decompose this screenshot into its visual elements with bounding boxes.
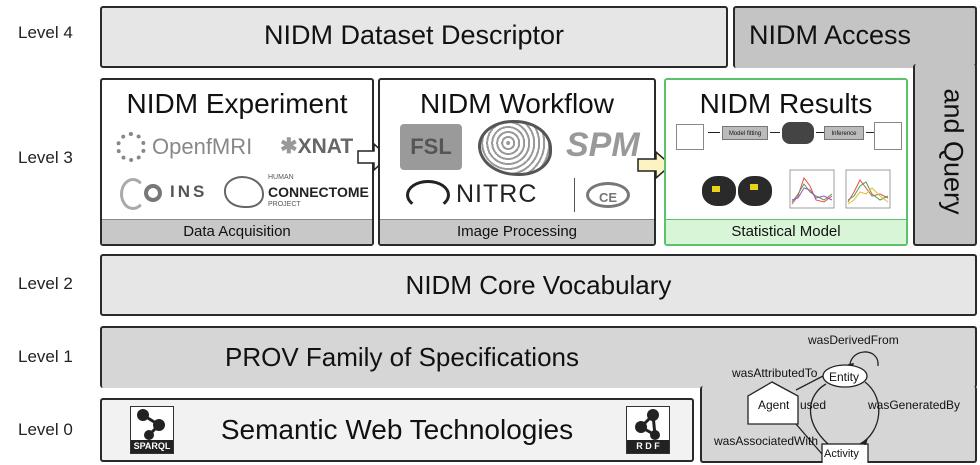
level-1-label: Level 1 [18, 347, 73, 366]
ins-logo-text: INS [170, 182, 208, 201]
dataset-descriptor-box: NIDM Dataset Descriptor [100, 6, 728, 68]
flow-connector [816, 132, 824, 133]
semantic-web-title: Semantic Web Technologies [220, 414, 574, 445]
prov-agent: Agent [758, 398, 790, 412]
prov-model-diagram [747, 351, 880, 463]
ce-logo: CE [586, 182, 630, 208]
design-thumbnail [676, 124, 704, 150]
results-title: NIDM Results [699, 88, 873, 119]
xnat-symbol-icon: ✱ [280, 135, 298, 158]
rdf-logo-text: R D F [627, 440, 669, 453]
results-plot-right [845, 169, 891, 209]
hcp-logo-bottom: PROJECT [268, 201, 301, 208]
nitrc-divider [574, 178, 575, 212]
hcp-brain-icon [224, 176, 264, 208]
prov-was-associated-with: wasAssociatedWith [714, 434, 819, 448]
openfmri-logo-icon [116, 132, 146, 162]
sparql-graph-icon [137, 409, 165, 440]
semantic-web-box: SPARQL Semantic Web Technologies R D F [100, 398, 694, 462]
experiment-title: NIDM Experiment [126, 88, 348, 119]
activation-blob [712, 186, 720, 192]
brain-slice-right-icon [738, 176, 772, 206]
ins-logo-icon [120, 178, 146, 210]
experiment-box: NIDM Experiment OpenfMRI ✱XNAT INS HUMAN… [100, 78, 374, 246]
prov-title: PROV Family of Specifications [224, 342, 579, 372]
ins-logo-ring-icon [144, 184, 162, 202]
thresholded-thumbnail [874, 122, 902, 150]
level-0-label: Level 0 [18, 420, 73, 439]
openfmri-logo-text: OpenfMRI [152, 134, 253, 159]
level-3-label: Level 3 [18, 148, 73, 167]
prov-used: used [800, 398, 827, 412]
hcp-logo-top: HUMAN [268, 174, 294, 181]
hcp-logo-main: CONNECTOME [268, 184, 369, 200]
prov-was-attributed-to: wasAttributedTo [732, 366, 818, 380]
prov-entity: Entity [829, 370, 860, 384]
access-query-box-top: NIDM Access [733, 6, 977, 68]
statistical-model-footer: Statistical Model [666, 219, 906, 244]
spm-logo: SPM [566, 126, 640, 164]
access-query-box-side: and Query [913, 64, 977, 246]
flow-connector [866, 132, 874, 133]
prov-was-generated-by: wasGeneratedBy [868, 398, 961, 412]
fsl-logo: FSL [400, 124, 462, 170]
workflow-title: NIDM Workflow [420, 88, 614, 119]
level-2-label: Level 2 [18, 274, 73, 293]
brain-icon [478, 120, 552, 176]
access-query-title: NIDM Access [749, 20, 912, 50]
data-acquisition-footer: Data Acquisition [102, 219, 372, 244]
flow-connector [708, 132, 720, 133]
xnat-logo-text: XNAT [297, 135, 354, 158]
results-plot-left [789, 169, 835, 209]
image-processing-footer: Image Processing [380, 219, 654, 244]
core-vocabulary-title: NIDM Core Vocabulary [405, 270, 672, 300]
flow-connector [770, 132, 780, 133]
rdf-graph-icon [635, 409, 660, 440]
level-4-label: Level 4 [18, 23, 73, 42]
arrow-right-yellow-icon [637, 150, 673, 180]
prov-was-derived-from: wasDerivedFrom [808, 333, 899, 347]
rdf-logo: R D F [626, 406, 670, 454]
prov-activity: Activity [824, 448, 859, 460]
core-vocabulary-box: NIDM Core Vocabulary [100, 254, 977, 316]
nitrc-logo-text: NITRC [456, 180, 538, 208]
sparql-logo: SPARQL [130, 406, 174, 454]
workflow-box: NIDM Workflow FSL SPM NITRC CE Image Pro… [378, 78, 656, 246]
xnat-logo: ✱XNAT [280, 134, 353, 159]
access-query-subtitle: and Query [938, 88, 969, 215]
sparql-logo-text: SPARQL [131, 440, 173, 453]
model-fitting-node: Model fitting [722, 126, 768, 140]
activation-blob [750, 184, 758, 190]
dataset-descriptor-title: NIDM Dataset Descriptor [263, 20, 565, 50]
inference-node: Inference [824, 126, 864, 140]
results-box: NIDM Results Model fitting Inference Sta… [664, 78, 908, 246]
brain-maps-thumbnail [782, 122, 814, 144]
nitrc-logo-icon [406, 180, 450, 210]
